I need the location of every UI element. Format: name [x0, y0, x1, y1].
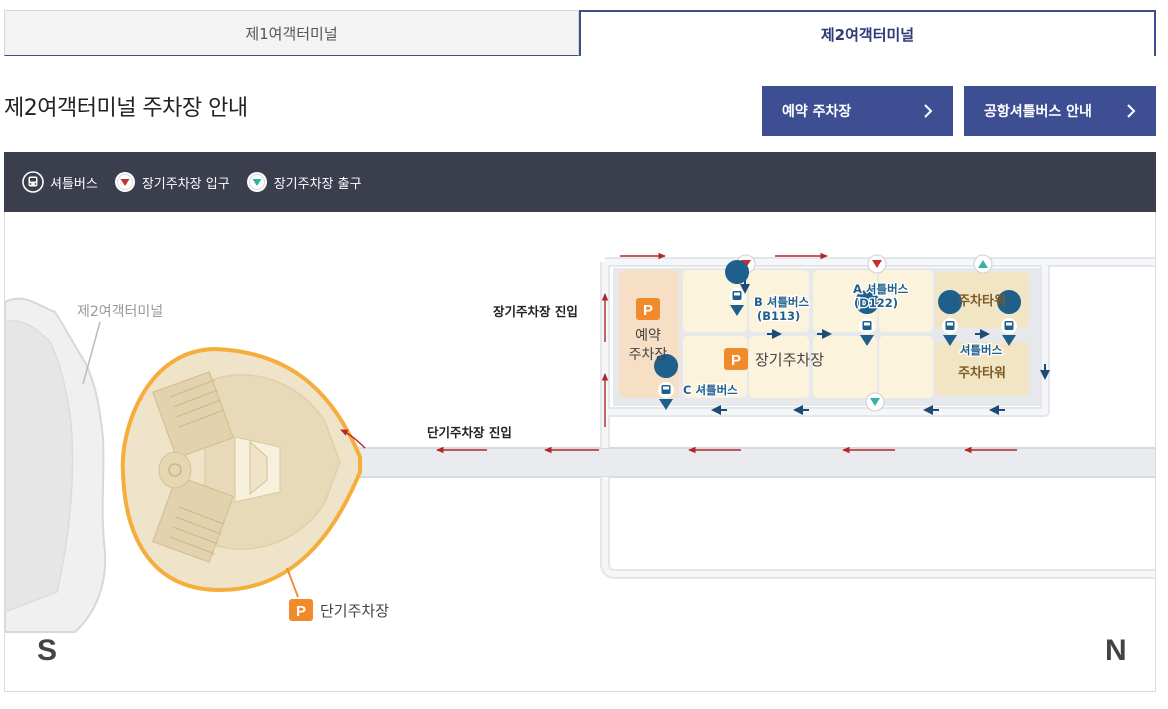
parking-p-badge: P: [724, 348, 748, 370]
main-road: [356, 447, 1155, 478]
svg-text:P: P: [643, 302, 653, 319]
shuttle-a-label-2: (D122): [854, 296, 898, 310]
shuttle-pin-tower-1: [938, 290, 963, 346]
legend-exit-label: 장기주차장 출구: [273, 176, 362, 192]
reserved-parking-button-label: 예약 주차장: [782, 104, 852, 120]
map-canvas: P P P 제2여객터미널 장기주차장 진입 단기주차장 진입 예약 주차장 장…: [5, 252, 1155, 633]
exit-marker-icon: [246, 172, 267, 192]
parking-p-badge: P: [289, 599, 313, 621]
parking-map: P P P 제2여객터미널 장기주차장 진입 단기주차장 진입 예약 주차장 장…: [4, 212, 1156, 692]
chevron-right-icon: [1127, 104, 1136, 118]
tab-terminal-2[interactable]: 제2여객터미널: [579, 10, 1156, 56]
parking-tower-2-label: 주차타워: [958, 365, 1006, 381]
south-label: S: [37, 634, 58, 667]
shuttle-b-label-1: B 셔틀버스: [754, 295, 810, 309]
entrance-marker: [867, 254, 887, 274]
reserved-parking-button[interactable]: 예약 주차장: [762, 86, 953, 136]
shuttle-bus-info-button[interactable]: 공항셔틀버스 안내: [964, 86, 1156, 136]
parking-tower-2: [935, 342, 1029, 396]
reserved-label-line1: 예약: [635, 328, 661, 344]
tab-terminal-1[interactable]: 제1여객터미널: [4, 10, 579, 56]
svg-text:P: P: [731, 352, 741, 369]
map-legend: 셔틀버스 장기주차장 입구 장기주차장 출구: [4, 152, 1156, 212]
legend-shuttle-label: 셔틀버스: [50, 176, 98, 192]
parking-tower-1-label: 주차타워: [958, 293, 1006, 309]
parking-tower-1: [935, 272, 1029, 328]
terminal-tabs: 제1여객터미널 제2여객터미널: [4, 10, 1156, 56]
page-title: 제2여객터미널 주차장 안내: [4, 96, 248, 121]
chevron-right-icon: [924, 104, 933, 118]
bus-icon: [22, 171, 44, 193]
north-label: N: [1105, 634, 1127, 667]
svg-text:P: P: [296, 603, 306, 620]
shuttle-pin-b: [725, 260, 750, 316]
shuttle-bus-info-button-label: 공항셔틀버스 안내: [984, 104, 1092, 120]
long-term-entry-label: 장기주차장 진입: [493, 304, 578, 319]
parking-p-badge: P: [636, 298, 660, 320]
shuttle-pin-tower-2: [997, 290, 1022, 346]
reserved-label-line2: 주차장: [629, 347, 668, 363]
long-term-lot-label: 장기주차장: [755, 351, 824, 369]
shuttle-a-label-1: A 셔틀버스: [853, 282, 909, 296]
legend-exit: 장기주차장 출구: [246, 171, 362, 193]
entrance-marker-icon: [114, 172, 135, 192]
shuttle-c-label: C 셔틀버스: [683, 383, 738, 397]
shuttle-tower-label: 셔틀버스: [960, 343, 1003, 357]
short-term-entry-label: 단기주차장 진입: [427, 425, 512, 440]
short-term-lot-label: 단기주차장: [320, 602, 389, 620]
shuttle-b-label-2: (B113): [757, 309, 800, 323]
terminal-label: 제2여객터미널: [77, 304, 163, 320]
legend-shuttle: 셔틀버스: [22, 171, 98, 193]
shuttle-pin-a: [855, 290, 880, 346]
exit-marker: [973, 254, 993, 274]
exit-marker: [865, 392, 885, 412]
shuttle-pin-c: [654, 354, 679, 410]
legend-entrance-label: 장기주차장 입구: [141, 176, 230, 192]
legend-entrance: 장기주차장 입구: [114, 171, 230, 193]
